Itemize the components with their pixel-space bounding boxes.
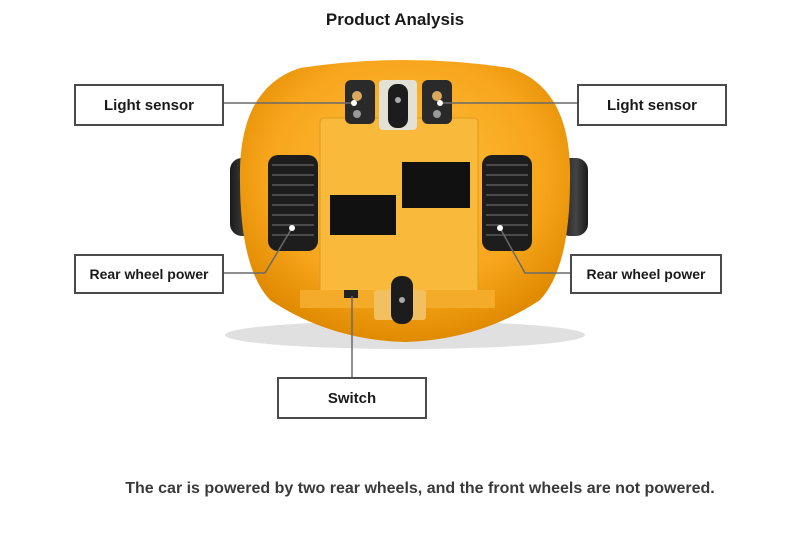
- dot-light-left: [351, 100, 357, 106]
- caster-axle-top: [395, 97, 401, 103]
- switch-icon: [344, 290, 358, 298]
- rear-wheel-left: [268, 155, 318, 251]
- dot-light-right: [437, 100, 443, 106]
- light-sensor-left-icon: [352, 91, 362, 101]
- sensor-screw-left: [353, 110, 361, 118]
- light-sensor-right-icon: [432, 91, 442, 101]
- label-switch: Switch: [277, 377, 427, 419]
- label-light-sensor-left: Light sensor: [74, 84, 224, 126]
- label-light-sensor-right: Light sensor: [577, 84, 727, 126]
- label-rear-wheel-left: Rear wheel power: [74, 254, 224, 294]
- caster-axle-bottom: [399, 297, 405, 303]
- rear-wheel-right: [482, 155, 532, 251]
- dot-rear-left: [289, 225, 295, 231]
- caster-wheel-top: [388, 84, 408, 128]
- label-rear-wheel-right: Rear wheel power: [570, 254, 722, 294]
- chip-left: [330, 195, 396, 235]
- dot-rear-right: [497, 225, 503, 231]
- sensor-screw-right: [433, 110, 441, 118]
- chip-right: [402, 162, 470, 208]
- caption: The car is powered by two rear wheels, a…: [0, 480, 800, 498]
- sensor-housing-left: [345, 80, 375, 124]
